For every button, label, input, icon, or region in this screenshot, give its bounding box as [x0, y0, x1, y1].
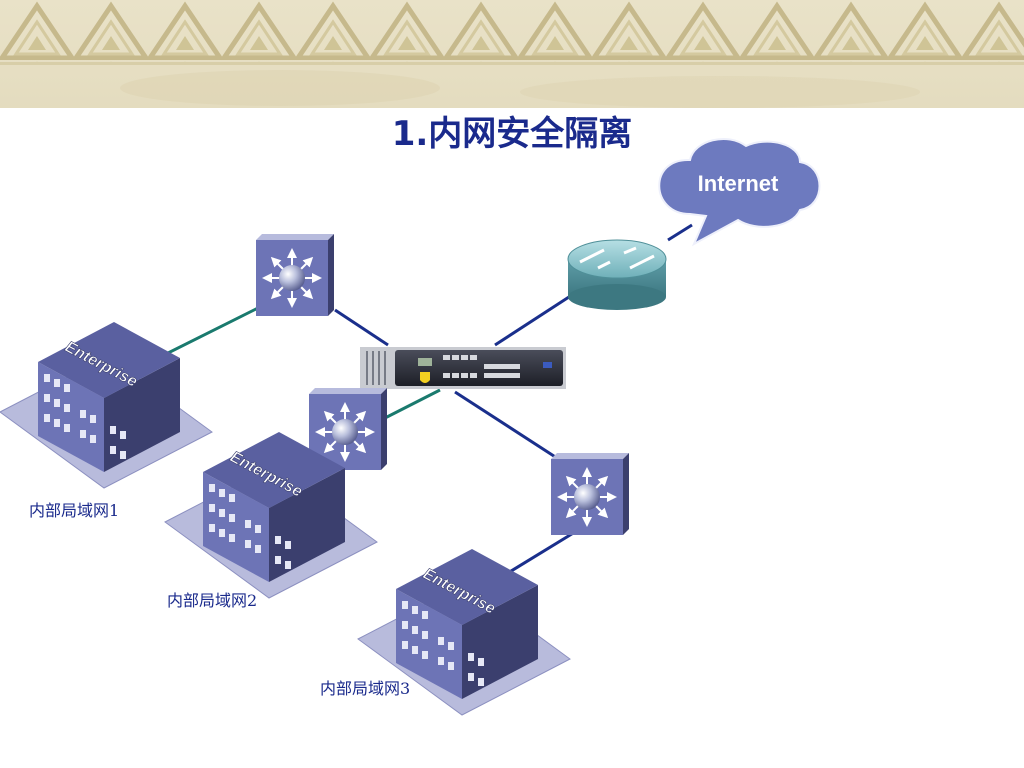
decorative-banner: [0, 0, 1024, 108]
firewall-shield-icon: [420, 372, 430, 383]
router-bottom: [568, 284, 666, 310]
switch-side: [623, 453, 629, 535]
building-roof: [38, 322, 180, 398]
internet-cloud[interactable]: Internet: [658, 137, 821, 247]
banner-pattern: [0, 0, 1024, 108]
switch-side: [328, 234, 334, 316]
lan-label-1: 内部局域网1: [29, 501, 120, 520]
lan-label-3: 内部局域网3: [320, 679, 411, 698]
building-left-wall: [203, 472, 269, 582]
building-left-wall: [396, 589, 462, 699]
switch-arrows-icon: [560, 470, 614, 524]
building-windows: [402, 601, 484, 686]
building-roof: [203, 432, 345, 508]
link-firewall-router: [494, 293, 573, 347]
building-roof: [396, 549, 538, 625]
switch-3[interactable]: [551, 453, 629, 535]
building-left-wall: [38, 362, 104, 472]
enterprise-building-1[interactable]: Enterprise: [0, 322, 213, 489]
switch-top: [256, 234, 334, 240]
building-windows: [209, 484, 291, 569]
firewall-front: [395, 350, 563, 386]
router[interactable]: [567, 239, 667, 310]
router-arrows-icon: [579, 246, 655, 270]
switch-arrows-icon: [318, 405, 372, 459]
cloud-label: Internet: [698, 171, 779, 196]
enterprise-building-3[interactable]: Enterprise: [357, 549, 571, 716]
cloud-shape: [658, 137, 821, 247]
enterprise-building-2[interactable]: Enterprise: [164, 432, 378, 599]
firewall-screen: [418, 358, 432, 366]
building-right-wall: [462, 585, 538, 699]
firewall-device[interactable]: [360, 347, 566, 389]
building-windows: [44, 374, 126, 459]
firewall-ports: [443, 355, 520, 378]
switch-top: [551, 453, 629, 459]
switch-1[interactable]: [256, 234, 334, 316]
link-switch2-firewall: [384, 388, 441, 420]
switch-top: [309, 388, 387, 394]
firewall-badge: [543, 362, 552, 368]
switch-arrows-icon: [265, 251, 319, 305]
switch-side: [381, 388, 387, 470]
firewall-vents: [366, 351, 386, 385]
lan-label-2: 内部局域网2: [167, 591, 258, 610]
link-firewall-switch3: [454, 390, 561, 462]
building-right-wall: [104, 358, 180, 472]
building-right-wall: [269, 468, 345, 582]
link-router-internet: [667, 223, 693, 242]
link-switch1-firewall: [334, 308, 389, 347]
router-top: [567, 239, 667, 279]
slide-title: 1.内网安全隔离: [391, 114, 633, 154]
